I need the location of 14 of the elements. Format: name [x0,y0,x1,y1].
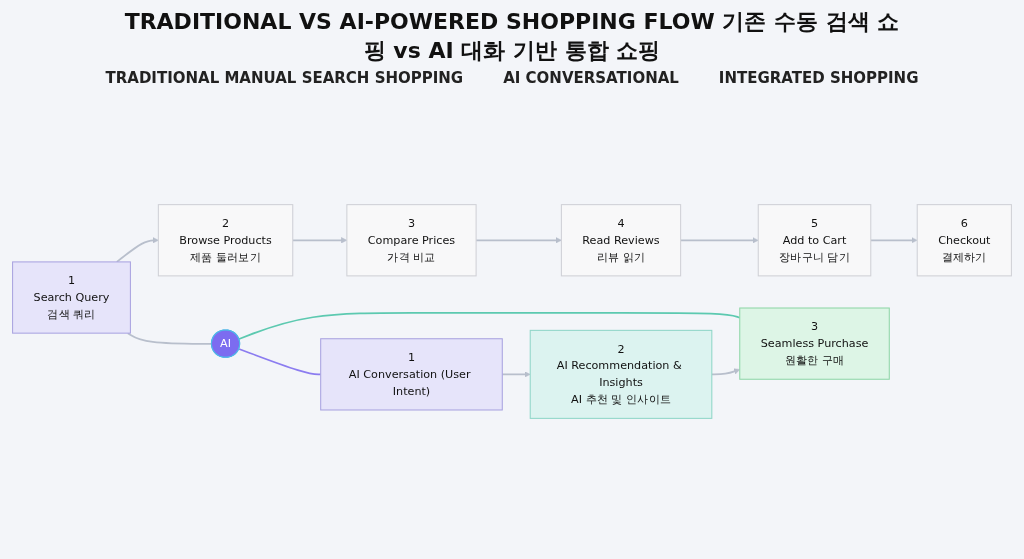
section-heading: AI CONVERSATIONAL [503,69,679,88]
arrow [115,236,159,263]
node-box: 3 Compare Prices 가격 비교 [346,203,477,277]
node-box: 5 Add to Cart 장바구니 담기 [757,203,872,277]
node-box: 4 Read Reviews 리뷰 읽기 [560,203,682,277]
node-box: 2 Browse Products 제품 둘러보기 [157,203,294,277]
node-box: 1 AI Conversation (User Intent) [320,337,503,411]
node-box: 3 Seamless Purchase 원활한 구매 [739,307,890,380]
section-heading: INTEGRATED SHOPPING [718,69,919,88]
node-box: 2 AI Recommendation & Insights AI 추천 및 인사이트 [529,329,713,419]
node-box: 6 Checkout 결제하기 [916,203,1012,277]
node-box: 1 Search Query 검색 쿼리 [12,261,131,334]
title: TRADITIONAL VS AI-POWERED SHOPPING FLOW 기존 수동 검색 쇼핑 vs AI 대화 기반 통합 쇼핑 [123,8,901,65]
section-heading: TRADITIONAL MANUAL SEARCH SHOPPING [105,69,464,88]
